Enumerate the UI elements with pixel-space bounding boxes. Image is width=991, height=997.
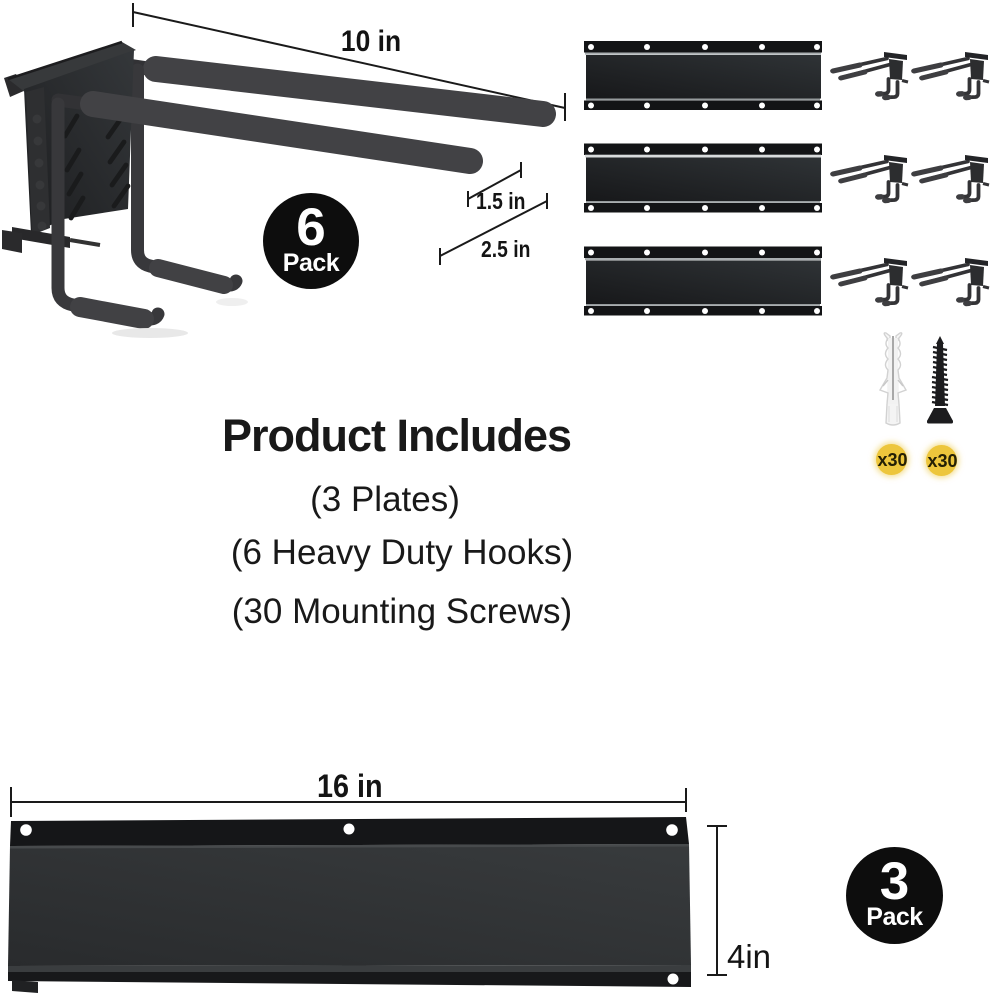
svg-text:10 in: 10 in: [341, 23, 401, 57]
